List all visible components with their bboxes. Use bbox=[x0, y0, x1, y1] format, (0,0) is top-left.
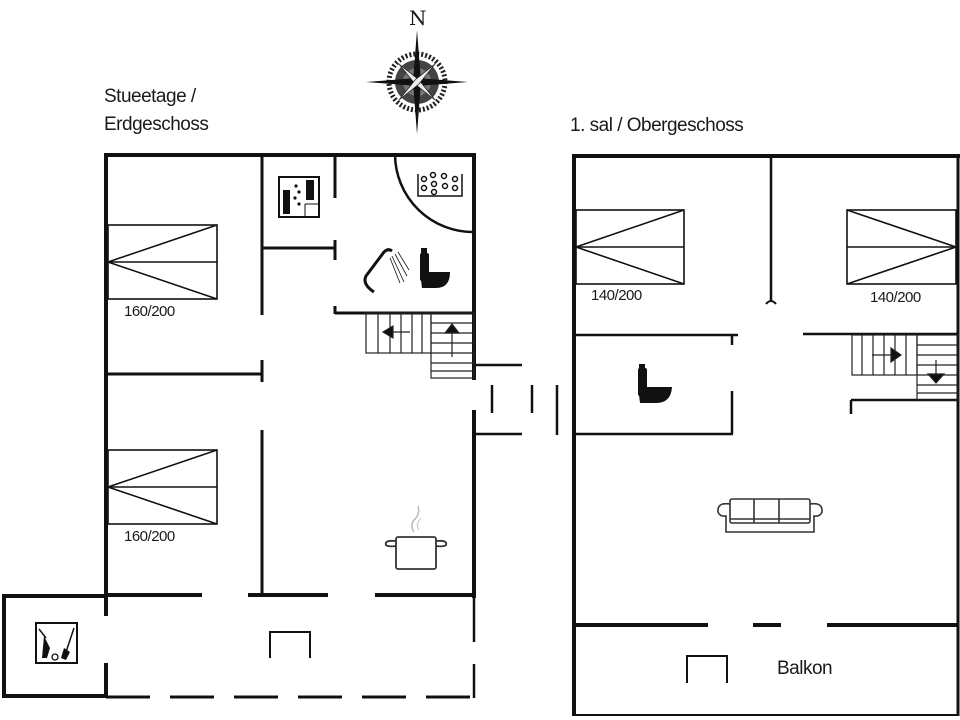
bed-size-label: 160/200 bbox=[124, 303, 175, 320]
double-bed-icon bbox=[105, 224, 218, 300]
double-bed-icon bbox=[846, 209, 959, 285]
shower-icon bbox=[363, 248, 410, 294]
upper-floor-walls bbox=[572, 154, 960, 716]
toilet-icon bbox=[420, 248, 450, 288]
washing-machine-icon bbox=[35, 622, 78, 664]
double-bed-icon bbox=[573, 209, 685, 285]
cooking-pot-icon bbox=[384, 505, 448, 570]
upper-floor-title: 1. sal / Obergeschoss bbox=[570, 115, 744, 136]
ground-floor-title-line2: Erdgeschoss bbox=[104, 114, 209, 135]
ground-floor-walls bbox=[2, 153, 559, 699]
staircase-icon bbox=[851, 334, 959, 401]
staircase-icon bbox=[365, 312, 475, 379]
bed-size-label: 160/200 bbox=[124, 528, 175, 545]
double-bed-icon bbox=[105, 449, 218, 525]
bed-size-label: 140/200 bbox=[591, 287, 642, 304]
balcony-label: Balkon bbox=[777, 658, 833, 679]
sofa-icon bbox=[717, 498, 823, 533]
whirlpool-bath-icon bbox=[417, 171, 463, 197]
toilet-icon bbox=[638, 364, 672, 403]
ground-floor-title-line1: Stueetage / bbox=[104, 86, 196, 107]
bed-size-label: 140/200 bbox=[870, 289, 921, 306]
compass-north-label: N bbox=[409, 6, 427, 30]
compass-rose-icon bbox=[366, 30, 468, 134]
sauna-icon bbox=[278, 176, 320, 218]
